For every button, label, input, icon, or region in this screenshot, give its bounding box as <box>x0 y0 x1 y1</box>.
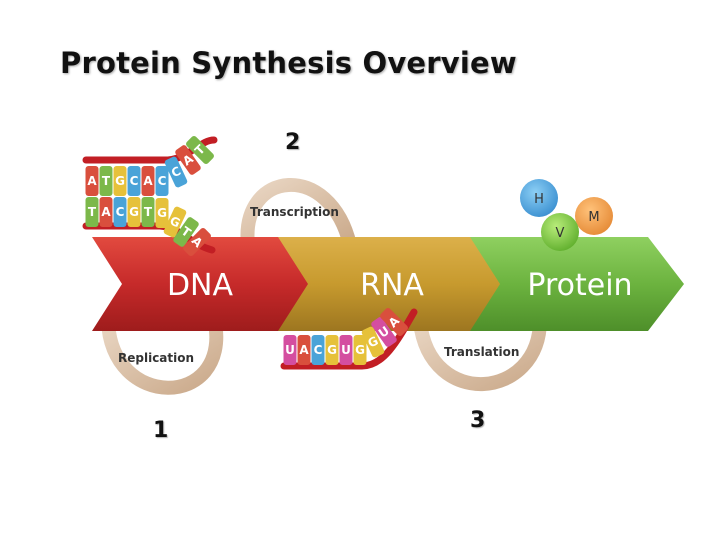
translation-arc <box>413 313 547 392</box>
nucleotide-a: A <box>380 308 408 336</box>
amino-acid-h: H <box>534 192 544 207</box>
amino-acid-v: V <box>556 226 565 241</box>
nucleotide-g: G <box>113 166 127 196</box>
nucleotide-letter: T <box>144 205 153 219</box>
nucleotide-c: C <box>155 166 169 196</box>
nucleotide-u: U <box>371 317 397 347</box>
nucleotide-t: T <box>173 217 199 247</box>
protein-chevron <box>468 237 684 331</box>
dna-chevron <box>92 237 308 331</box>
transcription-arc <box>240 178 357 252</box>
nucleotide-a: A <box>85 166 99 196</box>
nucleotide-letter: C <box>158 174 167 188</box>
nucleotide-t: T <box>85 197 99 227</box>
nucleotide-g: G <box>127 197 141 227</box>
nucleotide-a: A <box>175 145 201 175</box>
nucleotide-letter: T <box>102 174 111 188</box>
step-number-1: 1 <box>153 418 169 443</box>
nucleotide-c: C <box>127 166 141 196</box>
amino-acid-m: M <box>588 210 599 225</box>
nucleotide-u: U <box>339 335 353 365</box>
nucleotide-letter: G <box>157 206 167 220</box>
nucleotide-c: C <box>311 335 325 365</box>
nucleotide-g: G <box>353 335 367 365</box>
translation-label: Translation <box>444 345 519 359</box>
nucleotide-letter: U <box>285 343 295 357</box>
nucleotide-t: T <box>99 166 113 196</box>
nucleotide-c: C <box>164 156 188 188</box>
nucleotide-letter: G <box>327 343 337 357</box>
nucleotide-g: G <box>361 326 385 358</box>
rna-chevron <box>276 237 500 331</box>
nucleotide-letter: U <box>341 343 351 357</box>
nucleotide-letter: C <box>314 343 323 357</box>
dna-label: DNA <box>167 268 234 303</box>
nucleotide-a: A <box>141 166 155 196</box>
nucleotide-g: G <box>325 335 339 365</box>
nucleotide-g: G <box>163 206 187 238</box>
nucleotide-c: C <box>113 197 127 227</box>
nucleotide-letter: G <box>129 205 139 219</box>
nucleotide-letter: G <box>115 174 125 188</box>
nucleotide-letter: A <box>299 343 309 357</box>
nucleotide-letter: T <box>88 205 97 219</box>
nucleotide-a: A <box>297 335 311 365</box>
nucleotide-g: G <box>155 198 169 228</box>
replication-arc <box>101 313 224 395</box>
protein-label: Protein <box>527 268 632 303</box>
amino-acid-m-ball <box>575 197 613 235</box>
replication-label: Replication <box>118 351 194 365</box>
step-number-2: 2 <box>285 130 301 155</box>
amino-acid-h-ball <box>520 179 558 217</box>
nucleotide-letter: G <box>355 343 365 357</box>
nucleotide-letter: A <box>87 174 97 188</box>
step-number-3: 3 <box>470 408 486 433</box>
nucleotide-u: U <box>283 335 297 365</box>
rna-label: RNA <box>360 268 424 303</box>
nucleotide-letter: A <box>101 205 111 219</box>
slide-title: Protein Synthesis Overview <box>60 46 517 80</box>
nucleotide-a: A <box>183 228 211 256</box>
amino-acid-v-ball <box>541 213 579 251</box>
transcription-label: Transcription <box>250 205 339 219</box>
nucleotide-t: T <box>141 197 155 227</box>
nucleotide-a: A <box>99 197 113 227</box>
amino-acid-cluster: H M V <box>520 179 613 251</box>
nucleotide-letter: C <box>130 174 139 188</box>
nucleotide-letter: A <box>143 174 153 188</box>
nucleotide-t: T <box>186 136 214 164</box>
nucleotide-letter: C <box>116 205 125 219</box>
